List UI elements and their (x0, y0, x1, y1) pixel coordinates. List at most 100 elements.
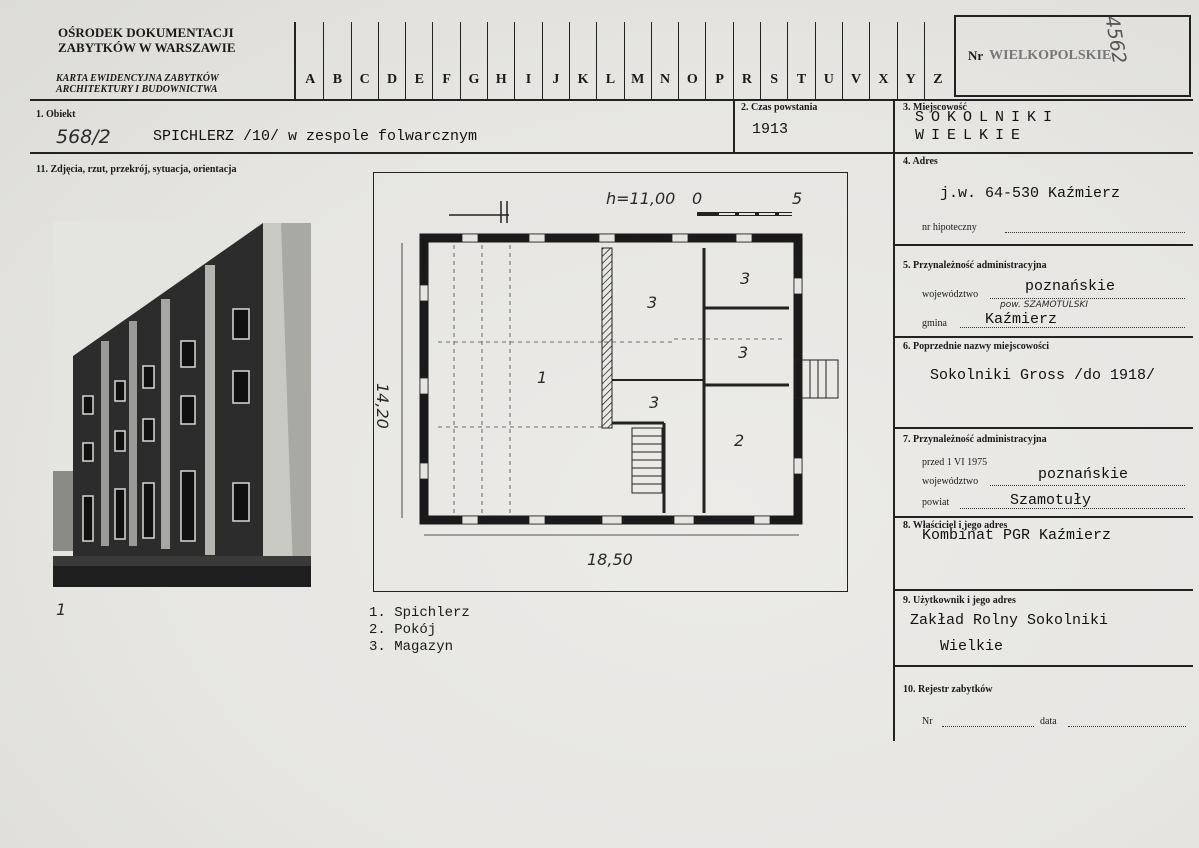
institution-line-2: ZABYTKÓW W WARSZAWIE (58, 40, 236, 55)
index-letter-f: F (432, 22, 459, 100)
index-letter-k: K (568, 22, 596, 100)
f5-commune-label: gmina (922, 318, 947, 329)
photo-granary-illustration (53, 221, 311, 587)
f10-nr-label: Nr (922, 716, 933, 727)
f6-label: 6. Poprzednie nazwy miejscowości (903, 341, 1050, 352)
mortgage-number-label: nr hipoteczny (922, 222, 977, 233)
index-letter-u: U (814, 22, 842, 100)
row1-bottom-rule (30, 152, 894, 154)
mortgage-number-line (1005, 232, 1185, 233)
institution-line-1: OŚRODEK DOKUMENTACJI (58, 25, 234, 40)
index-letter-d: D (377, 22, 405, 100)
f7-before-date: przed 1 VI 1975 (922, 457, 988, 468)
card-type-line-2: ARCHITEKTURY I BUDOWNICTWA (56, 84, 218, 95)
index-letter-j: J (541, 22, 569, 100)
f4-label: 4. Adres (903, 156, 938, 167)
f10-date-label: data (1040, 716, 1057, 727)
f5-label: 5. Przynależność administracyjna (903, 260, 1047, 271)
room-2-label: 2 (734, 431, 745, 450)
voivodeship-stamp: WIELKOPOLSKIE (989, 48, 1112, 63)
card-type: KARTA EWIDENCYJNA ZABYTKÓW ARCHITEKTURY … (56, 73, 219, 95)
f7-bottom-rule (894, 516, 1193, 518)
f9-label: 9. Użytkownik i jego adres (903, 595, 1016, 606)
f6-bottom-rule (894, 427, 1193, 429)
plan-legend: 1. Spichlerz 2. Pokój 3. Magazyn (369, 605, 470, 656)
legend-item-1: 1. Spichlerz (369, 605, 470, 621)
index-letter-n: N (650, 22, 678, 100)
user-line-1: Zakład Rolny Sokolniki (910, 612, 1109, 629)
floor-plan-drawing (401, 201, 839, 536)
room-1-label: 1 (537, 368, 548, 387)
f1-handnote: 568/2 (56, 126, 111, 148)
index-letter-p: P (705, 22, 732, 100)
scale-five: 5 (792, 189, 803, 208)
f7-voivodeship-value: poznańskie (1038, 466, 1129, 483)
f7-county-label: powiat (922, 497, 950, 508)
f10-label: 10. Rejestr zabytków (903, 684, 993, 695)
address-value: j.w. 64-530 Kaźmierz (940, 185, 1121, 202)
index-letter-b: B (323, 22, 350, 100)
f5-handnote: pow. SZAMOTULSKI (1000, 300, 1088, 310)
f5-voivodeship-value: poznańskie (1025, 278, 1116, 295)
institution-name: OŚRODEK DOKUMENTACJI ZABYTKÓW W WARSZAWI… (58, 25, 236, 55)
register-number-box: Nr WIELKOPOLSKIE (954, 15, 1191, 97)
legend-item-3: 3. Magazyn (369, 639, 454, 655)
photo-caption: 1 (56, 600, 67, 619)
index-letter-a: A (305, 72, 316, 87)
height-note: h=11,00 (606, 189, 676, 208)
f7-voivodeship-line (990, 485, 1185, 486)
index-letter-v: V (841, 22, 869, 100)
owner-value: Kombinat PGR Kaźmierz (922, 527, 1112, 544)
index-letter-h: H (487, 22, 514, 100)
f2-label: 2. Czas powstania (741, 102, 818, 113)
f7-label: 7. Przynależność administracyjna (903, 434, 1047, 445)
index-letter-c: C (350, 22, 378, 100)
nr-label: Nr (968, 48, 984, 63)
room-3b-label: 3 (740, 269, 751, 288)
index-letter-t: T (787, 22, 814, 100)
right-column-divider (893, 99, 895, 741)
locality-line-2: WIELKIE (915, 127, 1028, 144)
locality-line-1: SOKOLNIKI (915, 109, 1060, 126)
f8-bottom-rule (894, 589, 1193, 591)
f5-commune-line (960, 327, 1185, 328)
index-letter-z: Z (923, 22, 951, 100)
f4-bottom-rule (894, 244, 1193, 246)
scale-zero: 0 (692, 189, 703, 208)
f3-bottom-rule (894, 152, 1193, 154)
room-3a-label: 3 (647, 293, 658, 312)
f9-bottom-rule (894, 665, 1193, 667)
index-letter-e: E (405, 22, 432, 100)
index-letter-i: I (514, 22, 541, 100)
f5-voivodeship-line (990, 298, 1185, 299)
f3-label: 3. Miejscowość (903, 102, 967, 113)
f10-date-line (1068, 726, 1186, 727)
floor-plan-frame: h=11,00 0 5 18,50 14,20 1 2 3 3 3 3 (373, 172, 848, 592)
f8-label: 8. Właściciel i jego adres (903, 520, 1008, 531)
f7-county-value: Szamotuły (1010, 492, 1092, 509)
index-letter-m: M (623, 22, 651, 100)
f5-commune-value: Kaźmierz (985, 311, 1058, 328)
dimension-width: 18,50 (587, 550, 633, 569)
index-letter-y: Y (896, 22, 924, 100)
f5-bottom-rule (894, 336, 1193, 338)
f10-nr-line (942, 726, 1034, 727)
index-letter-s: S (760, 22, 787, 100)
header-bottom-rule (30, 99, 1193, 101)
index-letter-r: R (732, 22, 760, 100)
f7-voivodeship-label: województwo (922, 476, 979, 487)
field-divider-2 (733, 99, 735, 153)
construction-year: 1913 (752, 121, 789, 138)
f1-label: 1. Obiekt (36, 109, 76, 120)
index-letter-o: O (678, 22, 705, 100)
room-3c-label: 3 (738, 343, 749, 362)
room-3d-label: 3 (649, 393, 660, 412)
former-names-value: Sokolniki Gross /do 1918/ (930, 367, 1156, 384)
card-type-line-1: KARTA EWIDENCYJNA ZABYTKÓW (56, 73, 219, 84)
legend-item-2: 2. Pokój (369, 622, 437, 638)
user-line-2: Wielkie (940, 638, 1004, 655)
building-photo (53, 221, 311, 587)
index-letter-g: G (459, 22, 487, 100)
